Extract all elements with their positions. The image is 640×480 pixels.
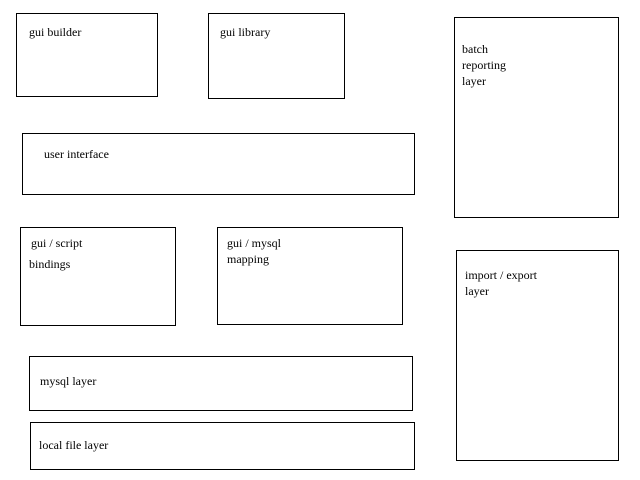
box-batch-reporting-layer-label-line: layer — [462, 74, 486, 88]
box-gui-script-bindings: gui / script bindings — [20, 227, 176, 326]
box-gui-script-bindings-label-line: gui / script — [31, 236, 83, 250]
box-gui-mysql-mapping: gui / mysql mapping — [217, 227, 403, 325]
box-local-file-layer: local file layer — [30, 422, 415, 470]
box-batch-reporting-layer: batch reporting layer — [454, 17, 619, 218]
box-local-file-layer-label: local file layer — [39, 438, 109, 452]
box-batch-reporting-layer-label-line: batch — [462, 42, 488, 56]
box-gui-builder: gui builder — [16, 13, 158, 97]
box-gui-builder-label: gui builder — [29, 25, 82, 39]
box-gui-library: gui library — [208, 13, 345, 99]
box-import-export-layer-label-line: layer — [465, 284, 489, 298]
box-gui-mysql-mapping-label-line: gui / mysql — [227, 236, 282, 250]
box-gui-library-label: gui library — [220, 25, 271, 39]
box-mysql-layer: mysql layer — [29, 356, 413, 411]
box-user-interface: user interface — [22, 133, 415, 195]
box-batch-reporting-layer-label-line: reporting — [462, 58, 506, 72]
box-gui-script-bindings-label-line: bindings — [29, 257, 71, 271]
box-mysql-layer-label: mysql layer — [40, 374, 97, 388]
box-user-interface-label: user interface — [44, 147, 109, 161]
box-import-export-layer-label-line: import / export — [465, 268, 537, 282]
box-gui-mysql-mapping-label-line: mapping — [227, 252, 269, 266]
box-import-export-layer: import / export layer — [456, 250, 619, 461]
